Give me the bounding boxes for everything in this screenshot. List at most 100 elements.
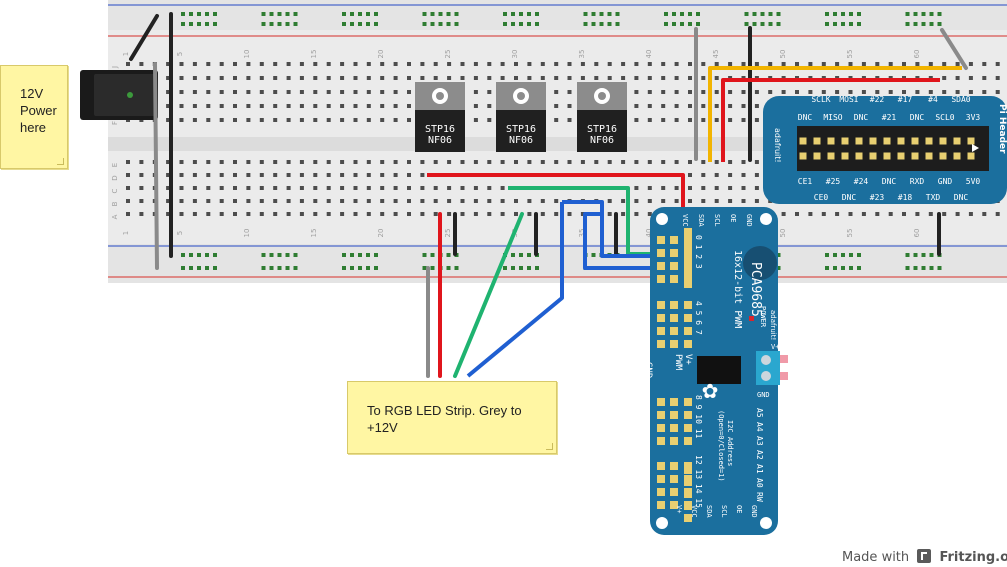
breadboard-hole [299,160,304,164]
breadboard-hole [326,104,331,108]
header-pin [939,137,947,145]
breadboard-hole [313,212,318,216]
breadboard-hole [647,199,652,203]
column-number: 1 [122,231,130,235]
rail-hole [261,22,266,26]
rail-hole [841,12,845,16]
breadboard-hole [366,62,371,66]
wire-blue-strip [466,202,564,378]
rail-hole [261,253,266,257]
breadboard-hole [661,118,666,122]
header-pin [869,137,877,145]
pwm-pad [670,437,678,445]
breadboard-hole [714,186,719,190]
polarity-fet [697,356,741,384]
pwm-pad [657,488,665,496]
breadboard-hole [233,104,237,108]
breadboard-hole [728,160,733,164]
breadboard-hole [594,62,599,66]
breadboard-hole [233,90,237,94]
breadboard-hole [942,212,947,216]
breadboard-hole [701,90,706,94]
rail-hole [374,12,378,16]
breadboard-hole [647,62,652,66]
breadboard-hole [259,186,264,190]
rail-hole [205,22,209,26]
breadboard-hole [728,118,733,122]
breadboard-hole [259,90,264,94]
breadboard-hole [995,76,1000,80]
breadboard-hole [139,199,144,203]
pwm-pad [670,275,678,283]
breadboard-hole [340,186,345,190]
rail-hole [913,22,918,26]
breadboard-hole [607,212,612,216]
breadboard-hole [273,173,278,177]
breadboard-hole [968,212,973,216]
rail-hole [825,12,829,16]
breadboard-hole [915,62,920,66]
breadboard-hole [179,104,184,108]
row-letter: J [111,66,119,69]
header-pin [953,152,961,160]
pwm-pad [684,490,692,498]
header-pin [953,137,961,145]
fritzing-logo-icon [917,549,932,563]
pwm-bottom-label: SCL [720,505,728,518]
pi-pin-label: MISO [823,113,842,122]
pi-pin-label: CE1 [798,177,813,186]
rail-hole [422,22,427,26]
note-fold-icon [57,158,64,165]
breadboard-hole [701,199,706,203]
breadboard-hole [473,118,478,122]
breadboard-hole [166,160,171,164]
breadboard-hole [420,160,425,164]
rail-hole [197,253,201,257]
pwm-pad [670,236,678,244]
row-letter: F [111,121,119,125]
breadboard-hole [340,199,345,203]
breadboard-hole [942,76,947,80]
breadboard-hole [500,199,505,203]
breadboard-hole [460,76,465,80]
pwm-bottom-label: SDA [705,505,713,518]
breadboard-hole [500,186,505,190]
rail-hole [688,12,692,16]
breadboard-hole [313,173,318,177]
breadboard-hole [942,90,947,94]
row-letter: E [111,163,119,167]
rail-hole [921,253,926,257]
rail-hole [285,266,290,270]
pwm-top-label: SDA [697,214,705,227]
rail-hole [591,22,596,26]
column-number: 10 [243,50,251,59]
breadboard-hole [915,90,920,94]
rail-hole [535,22,539,26]
rail-hole [519,22,523,26]
breadboard-hole [741,90,746,94]
rail-hole [342,266,346,270]
side-label-pwm: PWM [673,354,683,371]
pi-pin-label: #18 [898,193,913,202]
rail-hole [937,22,942,26]
breadboard-hole [353,118,358,122]
breadboard-hole [875,90,880,94]
pwm-power-label: POWER [759,306,767,328]
row-letter: A [111,214,119,219]
breadboard-hole [514,62,518,66]
pwm-pad [684,267,692,275]
header-pin [925,152,933,160]
breadboard-hole [473,186,478,190]
pwm-pad [670,301,678,309]
breadboard-hole [433,160,438,164]
breadboard-hole [353,160,358,164]
pwm-pad [684,262,692,270]
pwm-top-label: VCC [681,214,689,227]
breadboard-hole [353,104,358,108]
rail-hole [358,253,362,257]
breadboard-hole [219,199,224,203]
breadboard-hole [407,186,411,190]
rail-hole [285,12,290,16]
rail-hole [342,253,346,257]
rail-hole [213,22,217,26]
